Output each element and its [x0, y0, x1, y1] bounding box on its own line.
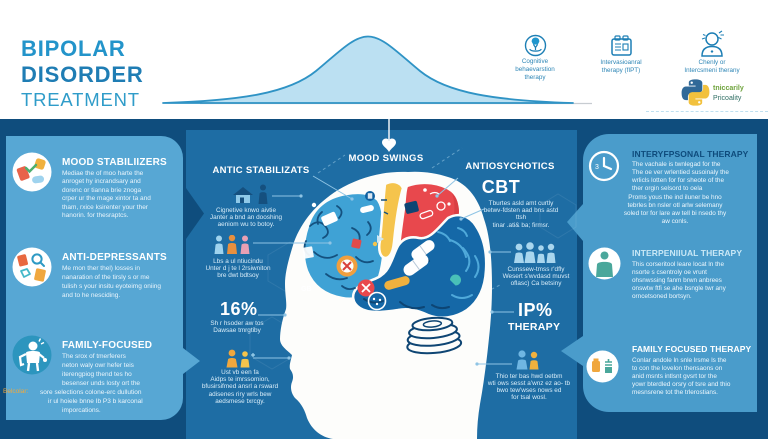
svg-text:GB: GB: [301, 286, 312, 293]
svg-text:3: 3: [595, 164, 599, 171]
